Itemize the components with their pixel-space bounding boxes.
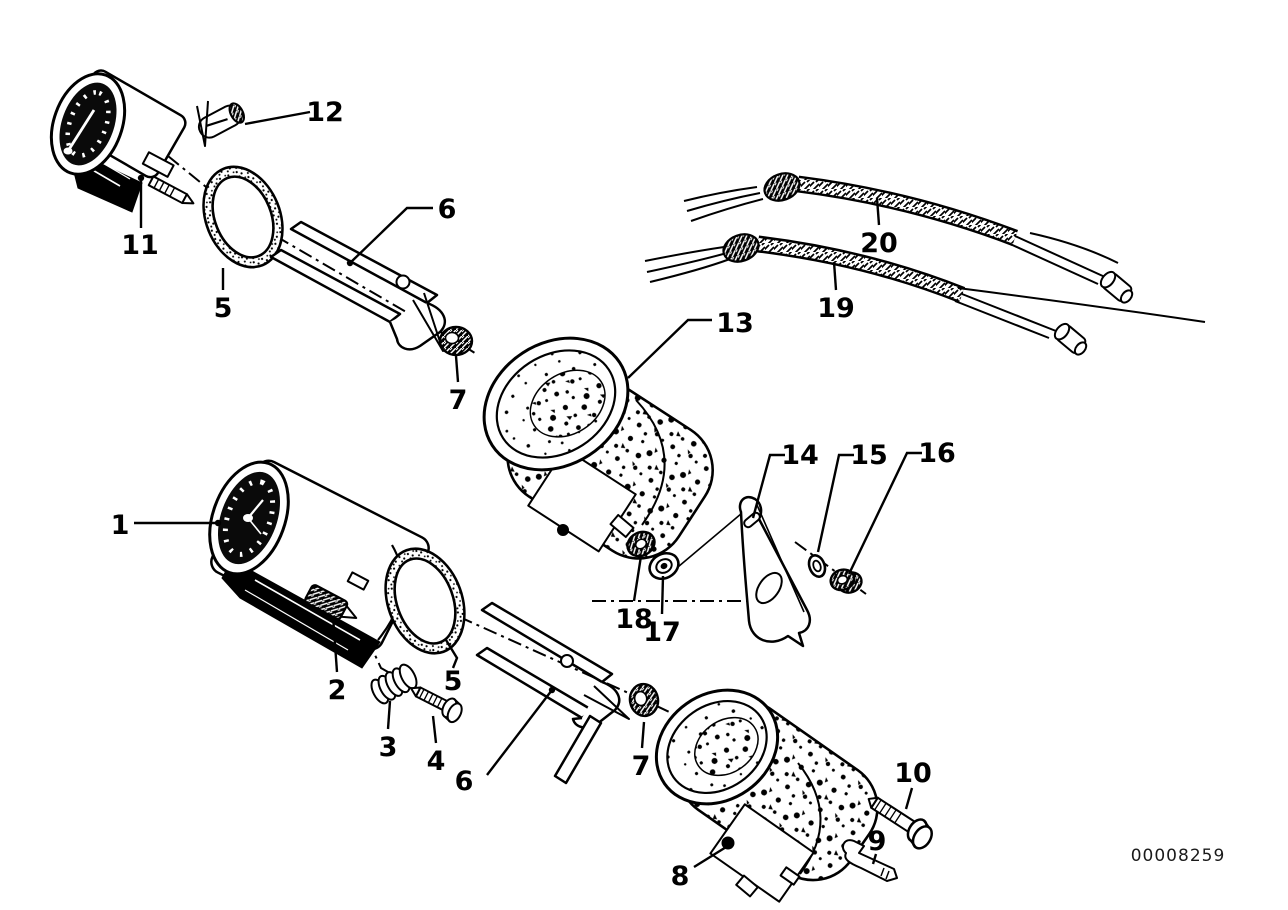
bolt-10 xyxy=(867,796,933,850)
gauge-needle xyxy=(66,109,96,152)
callout-label-6: 6 xyxy=(455,766,474,797)
callout-leader-6 xyxy=(349,206,433,264)
callout-label-18: 18 xyxy=(615,604,653,635)
callout-leader-7 xyxy=(454,355,460,383)
cable-end-fitting xyxy=(1099,270,1134,304)
callout-label-14: 14 xyxy=(781,440,819,471)
drive-cable-20 xyxy=(683,172,1134,304)
gauge-rear-stud xyxy=(141,151,175,178)
callout-leader-18 xyxy=(632,555,643,602)
insertion-arrow xyxy=(583,685,630,720)
housing-opening xyxy=(482,336,630,472)
drawing-number: 00008259 xyxy=(1131,846,1226,866)
knurled-washer-18 xyxy=(626,530,656,558)
callout-label-5: 5 xyxy=(444,666,463,697)
callout-leader-2 xyxy=(331,615,339,673)
callout-label-2: 2 xyxy=(328,675,347,706)
knurled-nut-7-top xyxy=(438,325,474,357)
callout-label-15: 15 xyxy=(850,440,888,471)
gauge-instrument-11 xyxy=(49,69,195,213)
clip-9 xyxy=(842,839,898,882)
housing-cup-8 xyxy=(654,688,879,903)
callout-leader-7 xyxy=(640,721,646,749)
mounting-clamp-6-top xyxy=(269,220,447,352)
gauge-needle xyxy=(247,499,264,519)
callout-label-16: 16 xyxy=(918,438,956,469)
callout-label-4: 4 xyxy=(427,746,446,777)
callout-dot-11 xyxy=(137,174,145,182)
callout-label-12: 12 xyxy=(306,97,344,128)
housing-stud xyxy=(609,513,635,539)
mounting-bracket-14 xyxy=(738,495,811,648)
callout-label-6: 6 xyxy=(438,194,457,225)
callout-leader-16 xyxy=(847,451,922,575)
threaded-sleeve-2 xyxy=(304,584,358,620)
callout-leader-9 xyxy=(871,853,878,865)
callout-leader-4 xyxy=(431,715,438,744)
callout-label-20: 20 xyxy=(860,228,898,259)
gauge-threaded-stud xyxy=(147,175,195,205)
drive-cable-19 xyxy=(644,233,1206,356)
callout-label-19: 19 xyxy=(817,293,855,324)
callout-label-8: 8 xyxy=(671,861,690,892)
callout-label-10: 10 xyxy=(894,758,932,789)
callout-leader-8 xyxy=(693,842,732,869)
callout-label-7: 7 xyxy=(632,751,651,782)
nut-16 xyxy=(829,568,863,594)
washer-17 xyxy=(648,551,680,581)
callout-dot-6 xyxy=(548,686,556,694)
housing-cup-13 xyxy=(482,336,714,560)
insertion-arrow xyxy=(196,100,209,147)
callout-leader-17 xyxy=(660,575,665,615)
seal-ring-5-top xyxy=(202,165,284,269)
callout-leader-20 xyxy=(875,197,881,226)
gauge-rear-stud xyxy=(346,571,370,591)
spring-3 xyxy=(370,663,418,705)
callout-label-1: 1 xyxy=(111,510,130,541)
gauge-instrument-1 xyxy=(208,459,430,669)
callout-dot-1 xyxy=(214,519,222,527)
callout-leader-10 xyxy=(904,787,914,810)
callout-label-11: 11 xyxy=(121,230,159,261)
callout-dot-6 xyxy=(346,259,354,267)
callout-leader-15 xyxy=(816,453,854,553)
callout-label-7: 7 xyxy=(449,385,468,416)
screw-4 xyxy=(410,686,463,724)
callout-leader-13 xyxy=(627,318,712,379)
callout-leader-14 xyxy=(751,453,785,519)
callout-label-3: 3 xyxy=(379,732,398,763)
cable-end-fitting xyxy=(1053,322,1088,356)
callout-label-17: 17 xyxy=(643,617,681,648)
housing-opening xyxy=(654,688,780,806)
callout-leader-19 xyxy=(832,261,838,291)
callout-leader-6 xyxy=(486,689,553,776)
callout-leader-5 xyxy=(444,639,459,669)
bulb-12 xyxy=(196,100,246,147)
callout-leader-12 xyxy=(244,110,311,126)
mounting-clamp-6-bottom xyxy=(475,601,630,785)
insertion-arrow xyxy=(412,292,444,352)
callout-label-5: 5 xyxy=(214,293,233,324)
callout-label-9: 9 xyxy=(868,826,887,857)
lock-washer-15 xyxy=(807,554,827,578)
callout-leader-3 xyxy=(386,700,392,730)
knurled-nut-7-bottom xyxy=(628,682,660,718)
seal-ring-5-bottom xyxy=(384,547,466,655)
callout-label-13: 13 xyxy=(716,308,754,339)
